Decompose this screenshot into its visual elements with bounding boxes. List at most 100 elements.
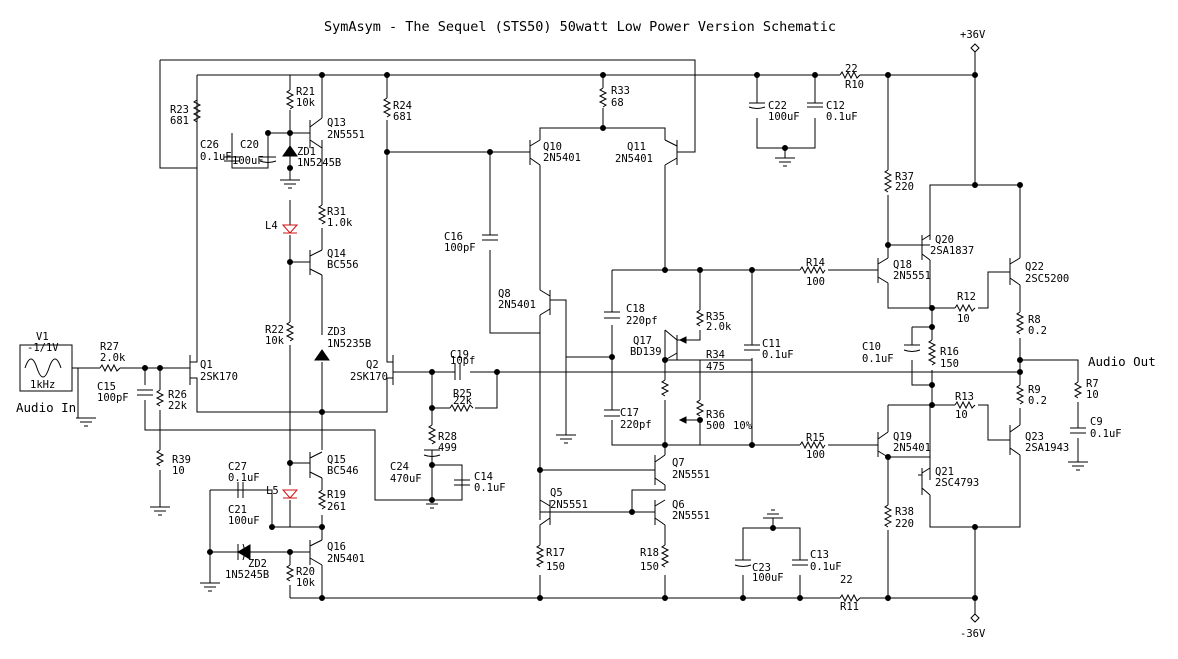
r15-value: 100 bbox=[806, 449, 825, 461]
c15-value: 100pF bbox=[97, 392, 129, 404]
r39-label: R39 bbox=[172, 454, 191, 466]
q17-label: Q17 bbox=[633, 335, 652, 347]
c11-label: C11 bbox=[762, 338, 781, 350]
zd3-label: ZD3 bbox=[327, 326, 346, 338]
r13-label: R13 bbox=[955, 391, 974, 403]
c20-label: C20 bbox=[240, 139, 259, 151]
r28-label: R28 bbox=[438, 431, 457, 443]
r33-label: R33 bbox=[611, 85, 630, 97]
q1-value: 2SK170 bbox=[200, 371, 238, 383]
r10-label: R10 bbox=[845, 79, 864, 91]
r12-value: 10 bbox=[957, 313, 970, 325]
transistor-symbols bbox=[180, 117, 1021, 566]
q20-label: Q20 bbox=[935, 234, 954, 246]
c10-label: C10 bbox=[862, 341, 881, 353]
r24-value: 681 bbox=[393, 111, 412, 123]
diode-symbols bbox=[237, 145, 330, 560]
l5-led-symbol bbox=[281, 489, 299, 499]
r22-label: R22 bbox=[265, 324, 284, 336]
r35-label: R35 bbox=[706, 311, 725, 323]
r14-value: 100 bbox=[806, 276, 825, 288]
r13-value: 10 bbox=[955, 409, 968, 421]
q22-label: Q22 bbox=[1025, 261, 1044, 273]
r26-label: R26 bbox=[168, 389, 187, 401]
q2-label: Q2 bbox=[366, 359, 379, 371]
r19-label: R19 bbox=[327, 489, 346, 501]
junction-dots bbox=[142, 72, 1023, 601]
zd2-symbol bbox=[237, 544, 251, 560]
r18-label: R18 bbox=[640, 547, 659, 559]
q13-label: Q13 bbox=[327, 117, 346, 129]
audio-in-label: Audio In bbox=[16, 400, 76, 415]
c10-value: 0.1uF bbox=[862, 353, 894, 365]
q21-label: Q21 bbox=[935, 466, 954, 478]
r25-label: R25 bbox=[453, 388, 472, 400]
q6-label: Q6 bbox=[672, 499, 685, 511]
r22-value: 10k bbox=[265, 335, 285, 347]
c17-value: 220pf bbox=[620, 419, 652, 431]
r34-value: 475 bbox=[706, 361, 725, 373]
q10-value: 2N5401 bbox=[543, 152, 581, 164]
r20-value: 10k bbox=[296, 577, 316, 589]
c11-value: 0.1uF bbox=[762, 349, 794, 361]
c16-value: 100pF bbox=[444, 242, 476, 254]
r11-label: R11 bbox=[840, 601, 859, 613]
v1-value: -1/1V bbox=[27, 342, 59, 354]
c19-label: C19 bbox=[450, 349, 469, 361]
r36-label: R36 bbox=[706, 409, 725, 421]
r15-label: R15 bbox=[806, 432, 825, 444]
c9-label: C9 bbox=[1090, 416, 1103, 428]
q8-label: Q8 bbox=[498, 288, 511, 300]
c24-label: C24 bbox=[390, 461, 409, 473]
r31-value: 1.0k bbox=[327, 217, 353, 229]
v1-name: V1 bbox=[36, 331, 49, 343]
c21-label: C21 bbox=[228, 504, 247, 516]
c23-value: 100uF bbox=[752, 572, 784, 584]
r36-value: 500 bbox=[706, 420, 725, 432]
r7-label: R7 bbox=[1086, 378, 1099, 390]
c9-value: 0.1uF bbox=[1090, 428, 1122, 440]
q11-value: 2N5401 bbox=[615, 153, 653, 165]
r23-value: 681 bbox=[170, 115, 189, 127]
c16-label: C16 bbox=[444, 231, 463, 243]
q23-label: Q23 bbox=[1025, 431, 1044, 443]
q15-value: BC546 bbox=[327, 465, 359, 477]
q1-label: Q1 bbox=[200, 359, 213, 371]
c22-value: 100uF bbox=[768, 111, 800, 123]
c24-value: 470uF bbox=[390, 473, 422, 485]
q15-label: Q15 bbox=[327, 454, 346, 466]
zd1-symbol bbox=[282, 145, 298, 157]
c21-value: 100uF bbox=[228, 515, 260, 527]
r26-value: 22k bbox=[168, 400, 188, 412]
r37-value: 220 bbox=[895, 181, 914, 193]
q10-label: Q10 bbox=[543, 141, 562, 153]
q18-value: 2N5551 bbox=[893, 270, 931, 282]
capacitor-symbols bbox=[137, 102, 1086, 567]
c26-label: C26 bbox=[200, 139, 219, 151]
c14-label: C14 bbox=[474, 471, 493, 483]
r38-value: 220 bbox=[895, 518, 914, 530]
r19-value: 261 bbox=[327, 501, 346, 513]
q21-value: 2SC4793 bbox=[935, 477, 979, 489]
r35-value: 2.0k bbox=[706, 321, 732, 333]
r8-value: 0.2 bbox=[1028, 325, 1047, 337]
r16-label: R16 bbox=[940, 346, 959, 358]
q2-value: 2SK170 bbox=[350, 371, 388, 383]
c15-label: C15 bbox=[97, 381, 116, 393]
q7-label: Q7 bbox=[672, 457, 685, 469]
q22-value: 2SC5200 bbox=[1025, 273, 1069, 285]
zd2-value: 1N5245B bbox=[225, 569, 269, 581]
q7-value: 2N5551 bbox=[672, 469, 710, 481]
r25-value: 22k bbox=[453, 395, 473, 407]
r7-value: 10 bbox=[1086, 389, 1099, 401]
q18-label: Q18 bbox=[893, 259, 912, 271]
neg-rail-terminal bbox=[970, 613, 980, 623]
c12-value: 0.1uF bbox=[826, 111, 858, 123]
r17-value: 150 bbox=[546, 561, 565, 573]
q13-value: 2N5551 bbox=[327, 129, 365, 141]
r10-value: 22 bbox=[845, 63, 858, 75]
zd3-symbol bbox=[314, 349, 330, 361]
q11-label: Q11 bbox=[627, 141, 646, 153]
zd2-label: ZD2 bbox=[248, 558, 267, 570]
